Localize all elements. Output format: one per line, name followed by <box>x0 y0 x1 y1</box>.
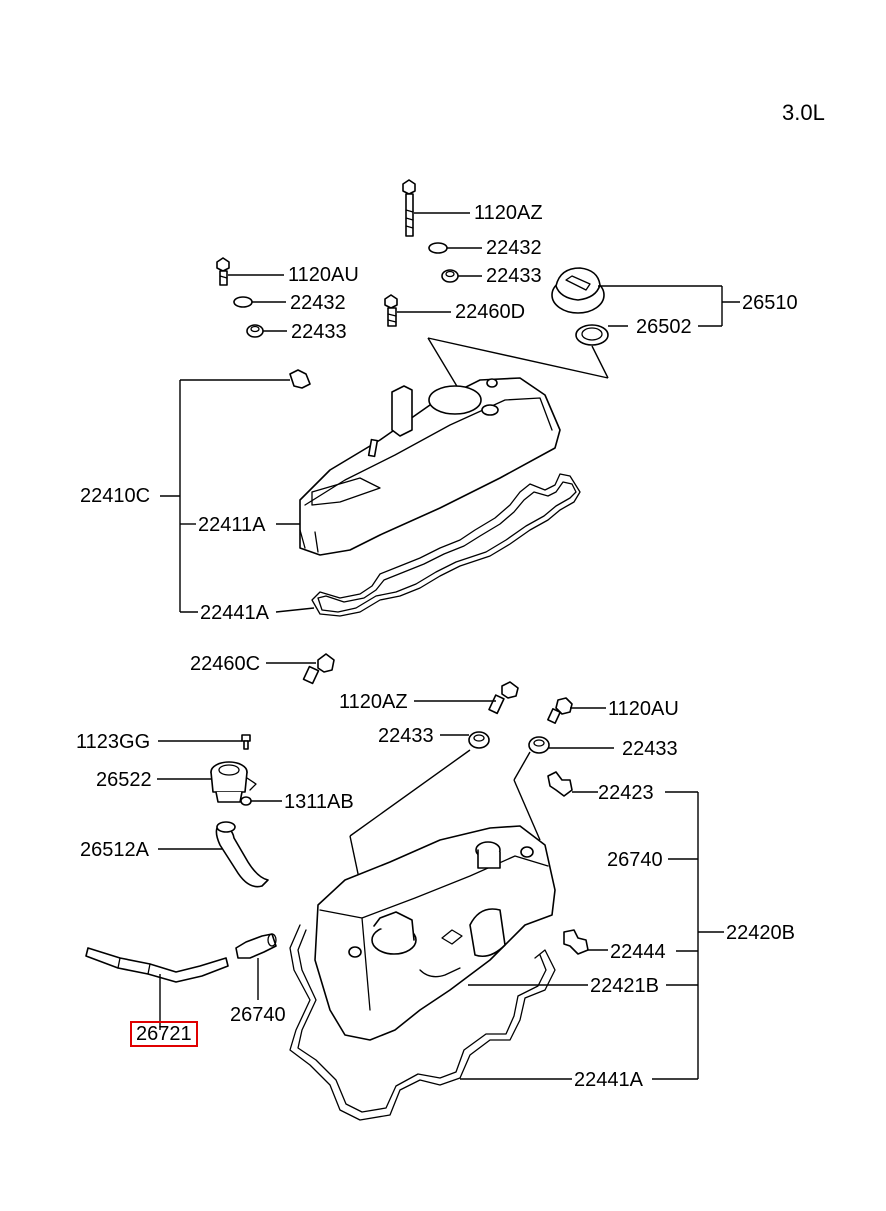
label-26740-bottom: 26740 <box>230 1004 286 1026</box>
label-22411a: 22411A <box>198 514 266 536</box>
clip-22444 <box>563 929 589 955</box>
gasket-26502 <box>575 324 609 346</box>
engine-label: 3.0L <box>782 100 825 125</box>
label-22421b: 22421B <box>590 975 659 997</box>
screw-1123gg <box>241 734 251 750</box>
rocker-cover-22421b <box>314 825 556 1041</box>
label-22423: 22423 <box>598 782 654 804</box>
grommet-22433-top <box>441 269 459 283</box>
label-22460d: 22460D <box>455 301 526 323</box>
connector-26740-bottom <box>235 933 277 959</box>
bolt-1120au-left <box>216 257 230 286</box>
label-26512a: 26512A <box>80 839 149 861</box>
oil-filler-cap-26510 <box>551 267 605 314</box>
clip-part-top <box>289 369 311 389</box>
label-22433-top: 22433 <box>486 265 542 287</box>
label-22410c: 22410C <box>80 485 151 507</box>
label-22441a-top: 22441A <box>200 602 269 624</box>
label-1120az-mid: 1120AZ <box>339 691 408 713</box>
label-22432-left: 22432 <box>290 292 346 314</box>
grommet-22433-mid-right <box>528 736 550 754</box>
gasket-22441a-bottom <box>289 924 556 1121</box>
label-1311ab: 1311AB <box>284 791 354 813</box>
grommet-22433-left <box>246 324 264 338</box>
label-1120au-top: 1120AU <box>288 264 359 286</box>
label-22433-mid-left: 22433 <box>378 725 434 747</box>
washer-22432-top <box>428 242 448 254</box>
label-22432-top: 22432 <box>486 237 542 259</box>
label-26721-highlighted[interactable]: 26721 <box>130 1021 198 1047</box>
bolt-22460c <box>302 653 335 685</box>
washer-22432-left <box>233 296 253 308</box>
hose-26512a <box>215 821 269 888</box>
breather-hose-26721 <box>85 947 229 983</box>
pcv-valve-26522 <box>210 761 257 803</box>
label-26502: 26502 <box>636 316 692 338</box>
label-1120au-mid: 1120AU <box>608 698 679 720</box>
bolt-1120az-top <box>402 179 416 237</box>
label-22441a-bottom: 22441A <box>574 1069 643 1091</box>
clip-22423 <box>547 771 573 797</box>
label-22460c: 22460C <box>190 653 261 675</box>
bolt-1120az-mid <box>488 681 519 715</box>
rocker-cover-22411a <box>299 377 561 556</box>
gasket-22441a-top <box>311 473 581 617</box>
label-22433-left: 22433 <box>291 321 347 343</box>
nut-1311ab <box>240 796 252 806</box>
label-22433-mid-right: 22433 <box>622 738 678 760</box>
label-1123gg: 1123GG <box>76 731 151 753</box>
label-26522: 26522 <box>96 769 152 791</box>
bolt-1120au-mid <box>547 697 573 724</box>
bolt-22460d <box>384 294 398 327</box>
label-1120az-top: 1120AZ <box>474 202 543 224</box>
grommet-22433-mid-left <box>468 731 490 749</box>
label-22420b: 22420B <box>726 922 795 944</box>
label-26510: 26510 <box>742 292 798 314</box>
label-22444: 22444 <box>610 941 666 963</box>
label-26740-right: 26740 <box>607 849 663 871</box>
